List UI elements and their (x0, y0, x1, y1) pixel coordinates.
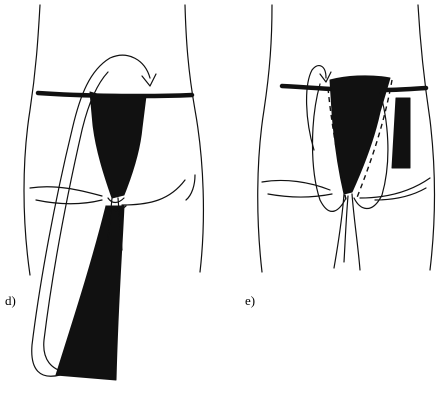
panel-d-waistband (38, 93, 192, 96)
panel-e-label: e) (245, 293, 255, 309)
panel-e-right-buttock-curve (360, 178, 430, 200)
panel-d-drawing (24, 5, 203, 380)
panel-e-side-strip (392, 98, 410, 168)
panel-e-strands (334, 194, 360, 270)
panel-d-right-buttock-curve (122, 175, 195, 205)
panel-d-hanging-strip (56, 206, 124, 380)
panel-e-drawing (258, 5, 435, 272)
panel-d-upper-bandage (90, 92, 146, 198)
panel-d-label: d) (5, 293, 16, 309)
panel-d-body-right-outline (185, 5, 203, 272)
panel-d-left-buttock-curve (30, 187, 102, 204)
panel-e-body-right-outline (418, 5, 435, 270)
panel-d-body-left-outline (24, 5, 40, 275)
panel-e-left-buttock-curve (262, 180, 332, 197)
panel-e-body-left-outline (258, 5, 272, 272)
